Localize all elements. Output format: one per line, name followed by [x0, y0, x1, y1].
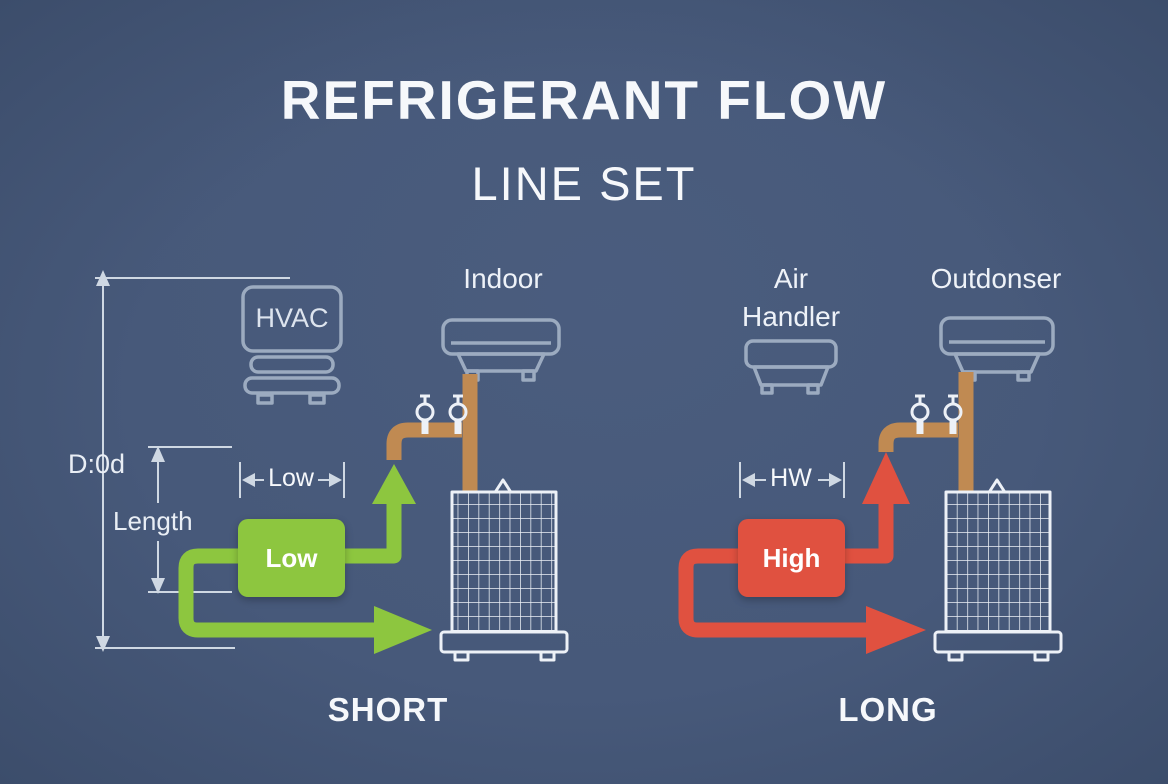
dimension-arrow-icon: [242, 473, 255, 487]
pipe-segment: [345, 502, 402, 564]
hvac-unit-label: HVAC: [255, 303, 329, 333]
coil-peak: [986, 478, 1008, 495]
hvac-unit-icon: [241, 285, 343, 405]
service-valve-icon: [949, 420, 957, 434]
left-low-pressure-line: [178, 464, 432, 654]
left-box-dimension-label: Low: [268, 464, 314, 492]
right-box-dimension: [739, 462, 845, 498]
service-valve-icon: [421, 420, 429, 434]
right-high-pressure-line: [678, 452, 926, 654]
coil-base: [439, 630, 569, 654]
right-caption: LONG: [838, 691, 938, 728]
right-coil-icon: [933, 478, 1063, 662]
left-service-valves: [415, 394, 468, 434]
low-pressure-box-label: Low: [265, 542, 318, 573]
air-handler-top: [744, 339, 838, 369]
coil-peak: [492, 478, 514, 495]
hvac-unit-midsection: [249, 355, 335, 374]
left-outer-dimension: [95, 270, 290, 652]
left-caption: SHORT: [327, 691, 449, 728]
pipe-segment: [878, 422, 958, 452]
service-valve-icon: [454, 420, 462, 434]
air-handler-label-line1: Air: [773, 263, 809, 294]
pipe-segment: [843, 502, 894, 564]
outdoor-unit-body: [953, 352, 1041, 374]
hvac-unit-base: [243, 376, 341, 395]
flow-arrow-right-icon: [866, 606, 926, 654]
outdoor-unit-foot: [1016, 370, 1031, 382]
flow-arrow-up-icon: [862, 452, 910, 504]
service-valve-icon: [910, 402, 930, 422]
left-box-dimension: [239, 462, 345, 498]
dimension-arrow-icon: [151, 578, 165, 594]
left-inner-dimension: [148, 446, 232, 594]
title-line-2: LINE SET: [471, 157, 697, 210]
right-liquid-line-pipe: [878, 372, 974, 500]
hvac-unit-foot: [308, 393, 326, 405]
right-service-valves: [910, 394, 963, 434]
coil-grid: [452, 492, 556, 632]
pipe-segment: [178, 548, 376, 638]
high-pressure-box-label: High: [762, 542, 821, 573]
flow-arrow-right-icon: [374, 606, 432, 654]
dimension-arrow-icon: [742, 473, 755, 487]
air-handler-foot: [760, 383, 774, 395]
hvac-unit-foot: [256, 393, 274, 405]
outdoor-unit-top: [939, 316, 1055, 356]
air-handler-body: [752, 365, 830, 387]
outdoor-unit-icon: [939, 316, 1055, 382]
dimension-arrow-icon: [151, 446, 165, 462]
dimension-arrow-icon: [829, 473, 842, 487]
pipe-segment: [678, 548, 868, 638]
left-liquid-line-pipe: [386, 374, 478, 500]
coil-grid: [946, 492, 1050, 632]
indoor-unit-icon: [441, 318, 561, 382]
air-handler-icon: [744, 339, 838, 395]
coil-foot: [539, 650, 556, 662]
indoor-unit-foot: [521, 369, 536, 382]
service-valve-icon: [415, 402, 435, 422]
title-line-1: REFRIGERANT FLOW: [280, 69, 888, 131]
coil-foot: [947, 650, 964, 662]
coil-foot: [1033, 650, 1050, 662]
left-coil-icon: [439, 478, 569, 662]
high-pressure-box: High: [738, 519, 845, 597]
low-pressure-box: Low: [238, 519, 345, 597]
length-dimension-label: Length: [113, 506, 193, 536]
coil-foot: [453, 650, 470, 662]
coil-base: [933, 630, 1063, 654]
pipe-segment: [386, 422, 462, 460]
indoor-label: Indoor: [463, 263, 543, 294]
indoor-unit-top: [441, 318, 561, 356]
outer-dimension-label: D:0d: [68, 449, 126, 479]
air-handler-foot: [806, 383, 820, 395]
dimension-arrow-icon: [96, 636, 110, 652]
air-handler-label-line2: Handler: [741, 301, 841, 332]
outdoor-label: Outdonser: [930, 263, 1062, 294]
indoor-unit-body: [456, 352, 546, 373]
service-valve-icon: [916, 420, 924, 434]
right-box-dimension-label: HW: [770, 464, 812, 492]
hvac-unit-body: [241, 285, 343, 353]
flow-arrow-up-icon: [372, 464, 416, 504]
dimension-arrow-icon: [329, 473, 342, 487]
